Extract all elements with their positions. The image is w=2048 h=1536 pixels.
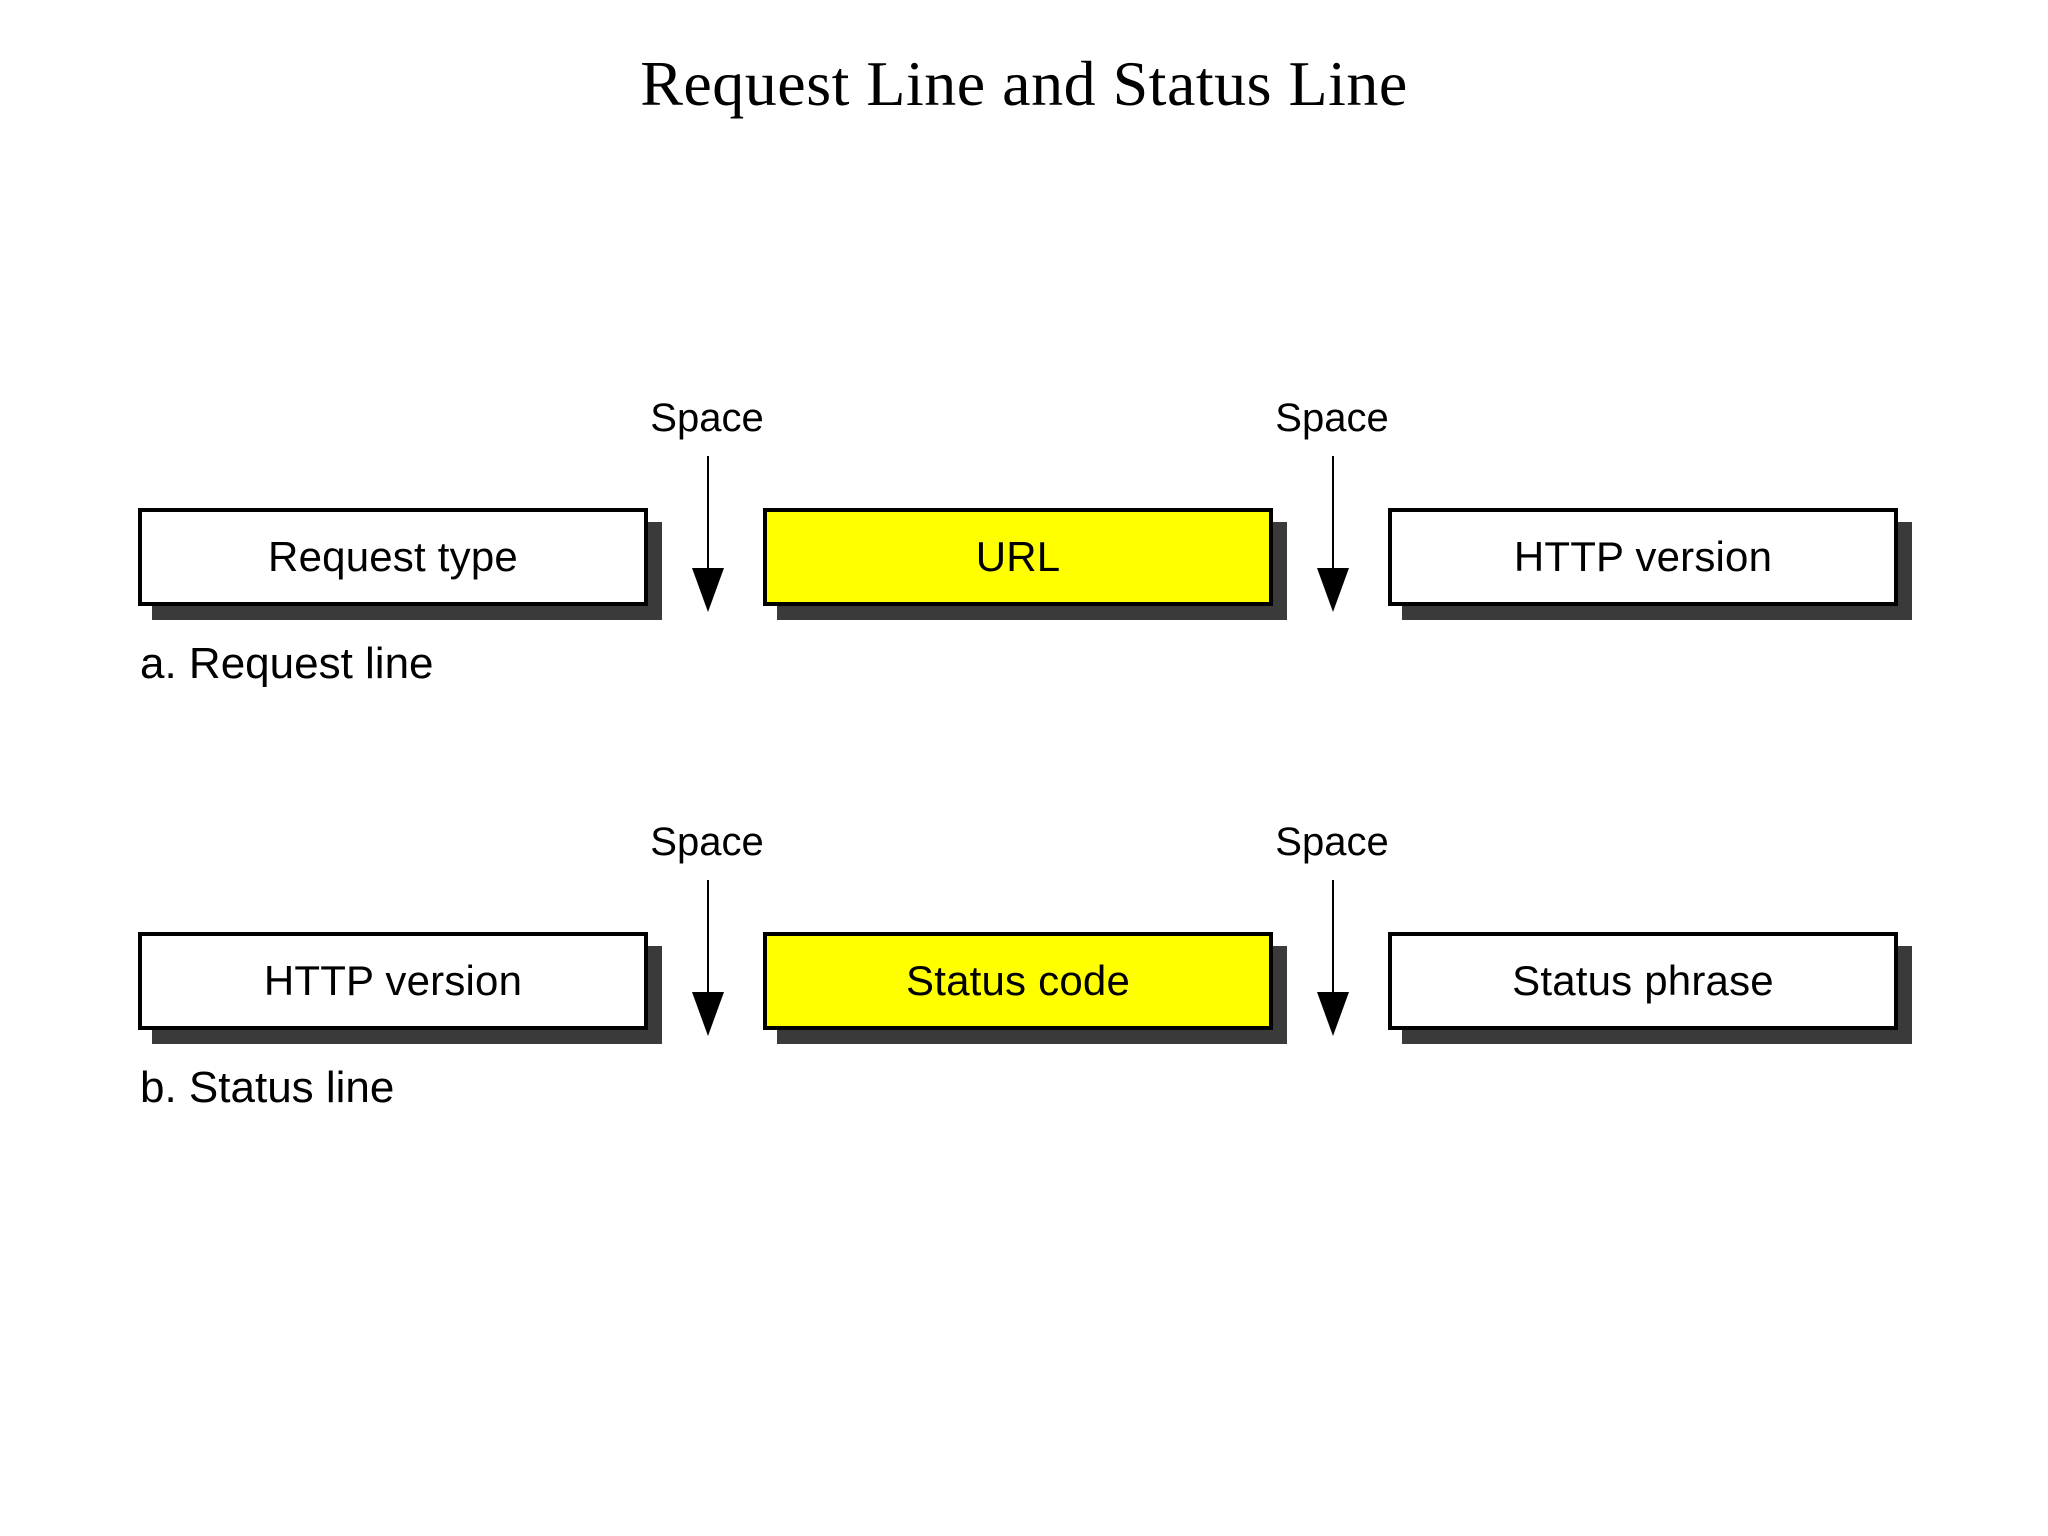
- down-arrow-icon: [1317, 456, 1349, 612]
- figure-title: Request Line and Status Line: [640, 48, 1408, 119]
- field-box-status-phrase: Status phrase: [1388, 932, 1898, 1030]
- caption-status-line: b. Status line: [140, 1063, 395, 1112]
- space-label-request-2: Space: [1275, 396, 1389, 440]
- field-label-http-version-status: HTTP version: [263, 957, 523, 1004]
- field-label-status-phrase: Status phrase: [1512, 957, 1774, 1004]
- field-box-status-code: Status code: [763, 932, 1273, 1030]
- down-arrow-icon: [692, 880, 724, 1036]
- field-box-request-type: Request type: [138, 508, 648, 606]
- field-box-url: URL: [763, 508, 1273, 606]
- space-label-status-1: Space: [650, 820, 764, 864]
- down-arrow-icon: [1317, 880, 1349, 1036]
- field-label-status-code: Status code: [905, 957, 1130, 1004]
- space-label-request-1: Space: [650, 396, 764, 440]
- field-box-http-version-status: HTTP version: [138, 932, 648, 1030]
- space-label-status-2: Space: [1275, 820, 1389, 864]
- field-box-http-version-request: HTTP version: [1388, 508, 1898, 606]
- caption-request-line: a. Request line: [140, 639, 434, 688]
- field-label-http-version-request: HTTP version: [1513, 533, 1773, 580]
- field-label-url: URL: [975, 533, 1061, 580]
- field-label-request-type: Request type: [268, 533, 518, 580]
- down-arrow-icon: [692, 456, 724, 612]
